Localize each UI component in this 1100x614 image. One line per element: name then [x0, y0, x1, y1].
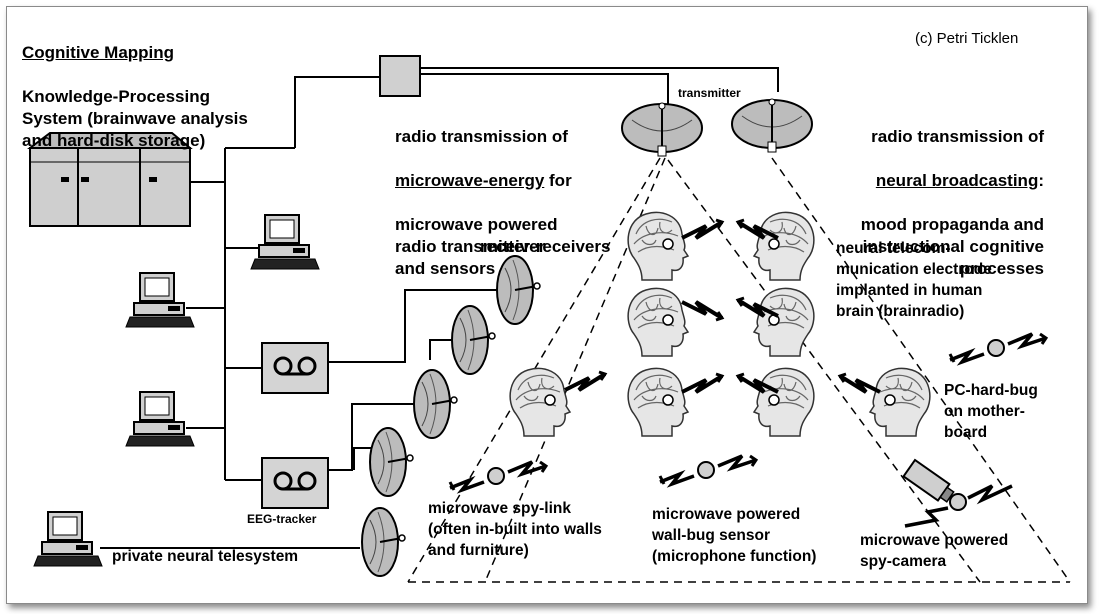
neural-broadcasting-line1: radio transmission of: [871, 127, 1044, 146]
pc-icon: [250, 214, 320, 270]
wall-bug-label: microwave powered wall-bug sensor (micro…: [652, 506, 817, 565]
head-icon: [627, 287, 689, 357]
head-icon: [627, 367, 689, 437]
microwave-energy-underlined: microwave-energy: [395, 171, 545, 190]
pc-icon: [125, 391, 195, 447]
transmitter-dish-left: [621, 102, 703, 157]
electrode-label: neural telecom- munication electrode imp…: [836, 240, 992, 320]
system-title: Cognitive Mapping Knowledge-Processing S…: [22, 20, 248, 152]
transmitter-box: [379, 55, 421, 97]
neural-broadcasting-label: radio transmission of neural broadcastin…: [800, 104, 1044, 280]
spy-camera-icon: [902, 458, 1013, 528]
credit-text: (c) Petri Ticklen: [915, 30, 1019, 47]
signal-bolt-icon: [680, 372, 724, 394]
system-title-underlined: Cognitive Mapping: [22, 43, 175, 62]
microwave-energy-line2-rest: for: [544, 171, 572, 190]
wall-bug-icon: [658, 454, 758, 486]
signal-bolt-icon: [680, 300, 724, 322]
neural-broadcasting-underlined: neural broadcasting: [875, 171, 1039, 190]
transmitter-label: transmitter: [678, 86, 741, 100]
neural-broadcasting-line2-rest: :: [1038, 171, 1044, 190]
pc-hard-bug-icon: [948, 332, 1048, 364]
diagram-frame: [6, 6, 1088, 604]
head-icon: [627, 211, 689, 281]
signal-bolt-icon: [680, 218, 724, 240]
spy-link-label: microwave spy-link (often in-built into …: [428, 500, 602, 559]
wiring: [100, 67, 779, 549]
head-icon: [753, 367, 815, 437]
system-title-rest: Knowledge-Processing System (brainwave a…: [22, 87, 248, 150]
receiver-dish-icon: [413, 369, 458, 439]
microwave-energy-line1: radio transmission of: [395, 127, 568, 146]
tape-recorder-icon: [260, 341, 330, 395]
server-cabinet: [27, 132, 193, 227]
private-telesystem-label: private neural telesystem: [112, 548, 299, 565]
eeg-tracker-label: EEG-tracker: [247, 512, 317, 526]
head-icon: [509, 367, 571, 437]
pc-icon: [125, 272, 195, 328]
transmitter-dish-right: [731, 98, 813, 153]
microwave-energy-label: radio transmission of microwave-energy f…: [395, 104, 610, 280]
eeg-tracker-icon: [260, 456, 330, 510]
signal-bolt-icon: [838, 372, 882, 394]
spy-camera-label: microwave powered spy-camera: [860, 532, 1009, 570]
receiver-label: receiver: [480, 237, 546, 256]
pc-hard-bug-label: PC-hard-bug on mother- board: [944, 382, 1038, 441]
neural-broadcasting-rest: mood propaganda and instructional cognit…: [860, 215, 1044, 278]
receiver-dish-icon: [451, 305, 496, 375]
receiver-dish-icon: [361, 507, 406, 577]
pc-icon: [33, 511, 103, 567]
spy-link-icon: [448, 460, 548, 492]
receiver-dish-icon: [369, 427, 414, 497]
head-icon: [869, 367, 931, 437]
microwave-energy-rest: microwave powered radio transmitter-rece…: [395, 215, 611, 278]
